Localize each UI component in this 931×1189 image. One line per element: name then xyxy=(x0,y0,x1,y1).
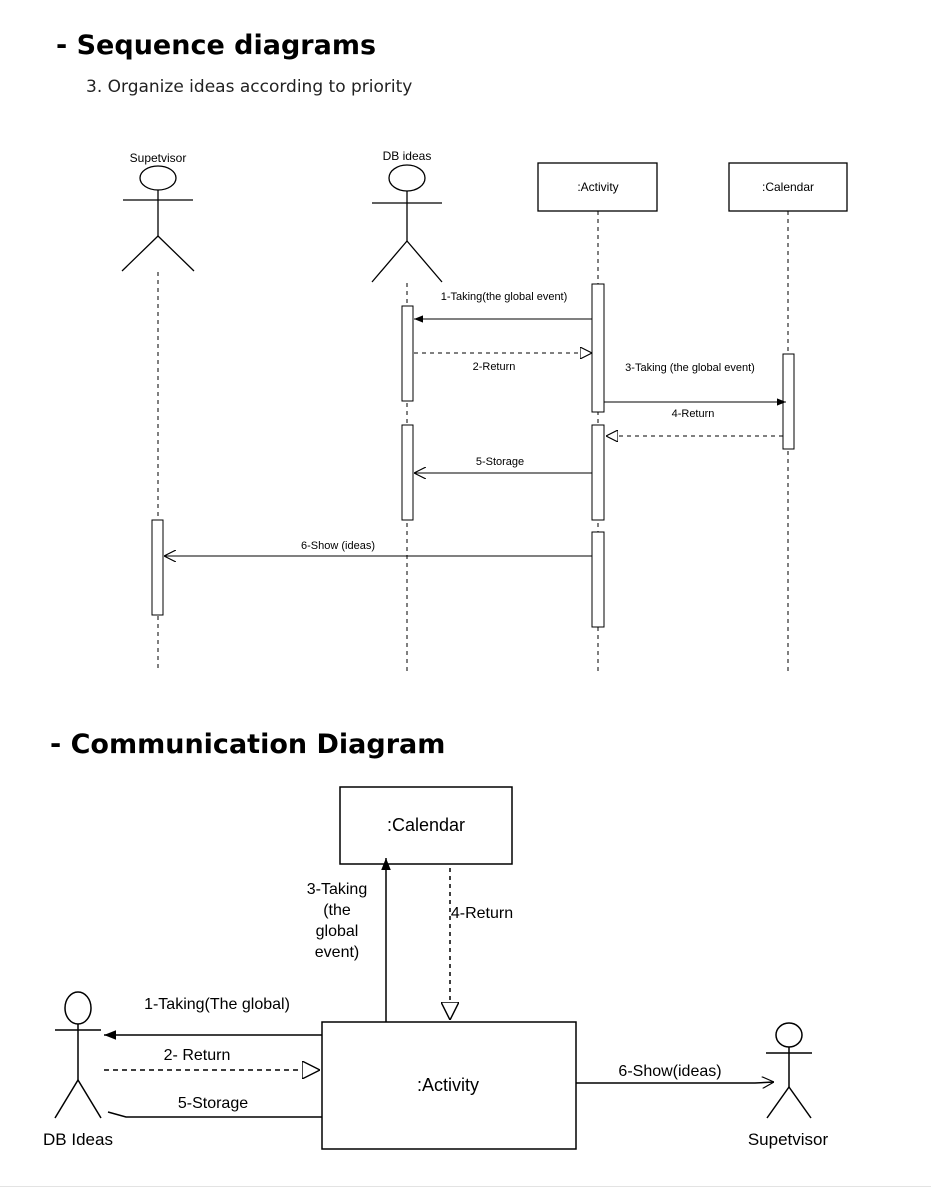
sequence-diagram xyxy=(121,162,848,672)
lifelines xyxy=(157,211,789,672)
comm-show-label: 6-Show(ideas) xyxy=(618,1063,721,1080)
sequence-subtitle: 3. Organize ideas according to priority xyxy=(86,77,413,97)
comm-taking-calendar-label-line1: 3-Taking xyxy=(307,881,367,898)
comm-activity-box xyxy=(321,1021,577,1150)
comm-calendar-label: :Calendar xyxy=(387,815,465,835)
seq-actor-supervisor-label: Supetvisor xyxy=(130,151,187,165)
seq-actor-db-ideas-label: DB ideas xyxy=(383,149,432,163)
seq-msg-4-label: 4-Return xyxy=(672,408,715,420)
page-bottom-divider xyxy=(0,1186,931,1187)
comm-storage-label: 5-Storage xyxy=(178,1095,248,1112)
sequence-heading: - Sequence diagrams xyxy=(56,30,377,61)
comm-taking-label: 1-Taking(The global) xyxy=(144,996,290,1013)
seq-msg-6-label: 6-Show (ideas) xyxy=(301,540,375,552)
comm-supervisor-actor xyxy=(766,1022,812,1119)
seq-calendar-label: :Calendar xyxy=(762,180,814,194)
seq-msg-3-label: 3-Taking (the global event) xyxy=(625,362,755,374)
seq-msg-1-label: 1-Taking(the global event) xyxy=(441,291,568,303)
communication-diagram xyxy=(54,786,812,1150)
comm-storage-line xyxy=(107,1111,322,1118)
comm-taking-calendar-label-line3: global xyxy=(316,923,359,940)
comm-supervisor-label: Supetvisor xyxy=(748,1130,829,1149)
communication-heading: - Communication Diagram xyxy=(50,729,446,760)
comm-taking-calendar-label-line4: event) xyxy=(315,944,359,961)
seq-msg-5-label: 5-Storage xyxy=(476,456,524,468)
comm-activity-label: :Activity xyxy=(417,1075,479,1095)
comm-calendar-box xyxy=(339,786,513,865)
comm-db-ideas-label: DB Ideas xyxy=(43,1130,113,1149)
comm-return-label: 2- Return xyxy=(164,1047,231,1064)
comm-return-calendar-label: 4-Return xyxy=(451,905,513,922)
comm-db-ideas-actor xyxy=(54,991,102,1119)
supervisor-actor xyxy=(121,165,195,272)
comm-taking-calendar-label-line2: (the xyxy=(323,902,351,919)
seq-activity-label: :Activity xyxy=(577,180,618,194)
comm-show-line xyxy=(576,1082,774,1083)
activation-bars xyxy=(151,283,795,628)
db-ideas-actor xyxy=(371,164,443,283)
seq-msg-2-label: 2-Return xyxy=(473,361,516,373)
